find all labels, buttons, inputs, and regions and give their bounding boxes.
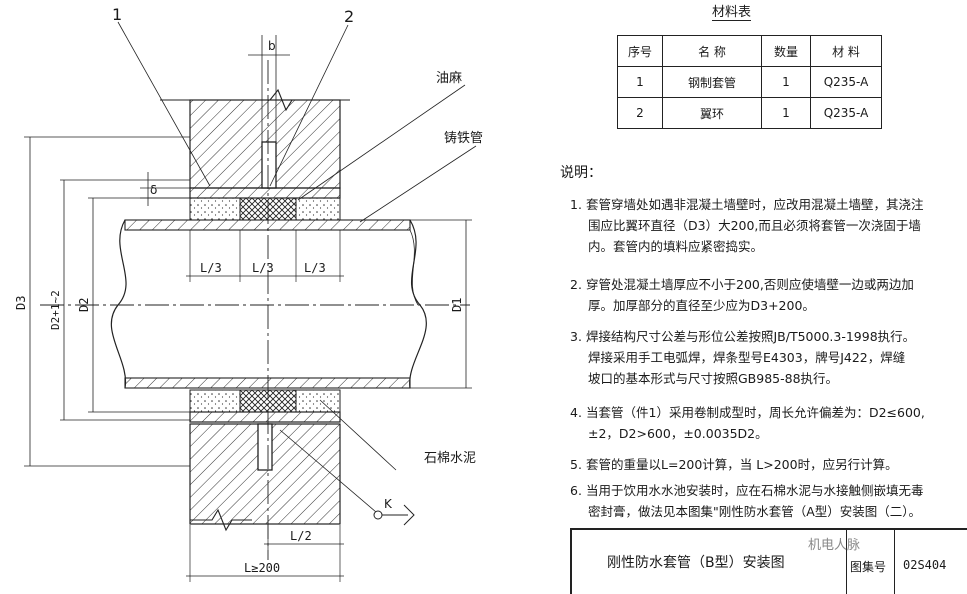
note-number: 5. xyxy=(570,457,582,472)
material-table: 序号 名 称 数量 材 料 1 钢制套管 1 Q235-A 2 翼环 1 Q23… xyxy=(617,35,882,129)
note-line: 厚。加厚部分的直径至少应为D3+200。 xyxy=(588,298,815,313)
note-number: 4. xyxy=(570,405,582,420)
table-row: 2 翼环 1 Q235-A xyxy=(617,97,882,129)
pipe-wall-lower xyxy=(124,377,411,389)
header-material: 材 料 xyxy=(810,35,882,67)
table-row: 1 钢制套管 1 Q235-A xyxy=(617,66,882,98)
watermark: 机电人脉 xyxy=(808,538,861,553)
cell-material: Q235-A xyxy=(810,66,882,98)
dim-d3: D3 xyxy=(14,296,28,310)
asbestos-cement-fill-ur xyxy=(295,197,341,221)
dim-delta: δ xyxy=(150,183,157,197)
notes-title: 说明： xyxy=(560,165,602,181)
label-asbestos-cement: 石棉水泥 xyxy=(424,451,476,466)
callout-2: 2 xyxy=(344,7,354,26)
note-line: 套管的重量以L=200计算，当 L>200时，应另行计算。 xyxy=(586,457,898,472)
note-6: 6. 当用于饮用水水池安装时，应在石棉水泥与水接触侧嵌填无毒 密封膏，做法见本图集… xyxy=(570,480,924,522)
sleeve-upper xyxy=(189,187,341,199)
dim-d2: D2 xyxy=(77,298,91,312)
dim-d2-plus: D2+1~2 xyxy=(49,290,62,330)
header-no: 序号 xyxy=(617,35,663,67)
note-number: 1. xyxy=(570,197,582,212)
callout-1: 1 xyxy=(112,5,122,24)
cell-no: 1 xyxy=(617,66,663,98)
cell-no: 2 xyxy=(617,97,663,129)
header-name: 名 称 xyxy=(662,35,762,67)
dim-d1: D1 xyxy=(450,298,464,312)
note-line: 当套管（件1）采用卷制成型时，周长允许偏差为：D2≤600, xyxy=(586,405,925,420)
asbestos-cement-fill-ll xyxy=(189,389,241,413)
dim-b: b xyxy=(268,39,276,53)
title-block: 刚性防水套管（B型）安装图 图集号 02S404 xyxy=(570,528,967,594)
note-3: 3. 焊接结构尺寸公差与形位公差按照JB/T5000.3-1998执行。 焊接采用… xyxy=(570,326,915,389)
note-5: 5. 套管的重量以L=200计算，当 L>200时，应另行计算。 xyxy=(570,454,898,475)
cell-material: Q235-A xyxy=(810,97,882,129)
asbestos-cement-fill-ul xyxy=(189,197,241,221)
cell-name: 钢制套管 xyxy=(662,66,762,98)
pipe-wall-upper xyxy=(124,219,411,231)
drawing-title: 刚性防水套管（B型）安装图 xyxy=(607,555,785,571)
note-1: 1. 套管穿墙处如遇非混凝土墙壁时，应改用混凝土墙壁，其浇注 围应比翼环直径（D3… xyxy=(570,194,924,257)
wing-ring-lower xyxy=(257,423,273,471)
note-number: 6. xyxy=(570,483,582,498)
wing-ring-upper xyxy=(261,141,277,189)
dim-l3-3: L/3 xyxy=(304,261,326,275)
label-oil-hemp: 油麻 xyxy=(436,71,462,86)
note-line: 密封膏，做法见本图集"刚性防水套管（A型）安装图（二）。 xyxy=(588,504,922,519)
note-line: 焊接采用手工电弧焊，焊条型号E4303，牌号J422，焊缝 xyxy=(588,350,906,365)
sleeve-lower xyxy=(189,411,341,423)
dim-l2: L/2 xyxy=(290,529,312,543)
label-k: K xyxy=(384,497,393,511)
note-line: ±2，D2>600，±0.0035D2。 xyxy=(588,426,768,441)
note-line: 内。套管内的填料应紧密捣实。 xyxy=(588,239,764,254)
asbestos-cement-fill-lr xyxy=(295,389,341,413)
dim-l3-1: L/3 xyxy=(200,261,222,275)
label-cast-iron-pipe: 铸铁管 xyxy=(444,130,483,146)
note-number: 2. xyxy=(570,277,582,292)
material-table-header: 序号 名 称 数量 材 料 xyxy=(617,35,882,67)
note-line: 当用于饮用水水池安装时，应在石棉水泥与水接触侧嵌填无毒 xyxy=(586,483,924,498)
note-line: 套管穿墙处如遇非混凝土墙壁时，应改用混凝土墙壁，其浇注 xyxy=(586,197,924,212)
note-number: 3. xyxy=(570,329,582,344)
note-4: 4. 当套管（件1）采用卷制成型时，周长允许偏差为：D2≤600, ±2，D2>6… xyxy=(570,402,925,444)
atlas-number: 02S404 xyxy=(903,558,947,572)
cell-qty: 1 xyxy=(761,97,811,129)
cell-name: 翼环 xyxy=(662,97,762,129)
header-qty: 数量 xyxy=(761,35,811,67)
note-line: 坡口的基本形式与尺寸按照GB985-88执行。 xyxy=(588,371,839,386)
dim-l3-2: L/3 xyxy=(252,261,274,275)
note-2: 2. 穿管处混凝土墙厚应不小于200,否则应使墙壁一边或两边加 厚。加厚部分的直径… xyxy=(570,274,914,316)
cell-qty: 1 xyxy=(761,66,811,98)
note-line: 穿管处混凝土墙厚应不小于200,否则应使墙壁一边或两边加 xyxy=(586,277,914,292)
dim-l-min: L≥200 xyxy=(244,561,280,575)
note-line: 焊接结构尺寸公差与形位公差按照JB/T5000.3-1998执行。 xyxy=(586,329,916,344)
atlas-label: 图集号 xyxy=(850,560,887,574)
note-line: 围应比翼环直径（D3）大200,而且必须将套管一次浇固于墙 xyxy=(588,218,921,233)
material-table-title: 材料表 xyxy=(712,1,752,21)
